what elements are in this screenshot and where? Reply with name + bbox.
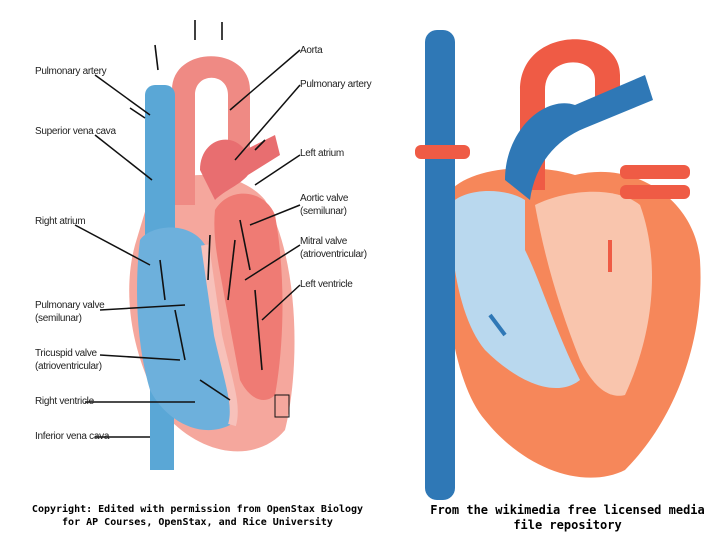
label-tricuspid-valve-1: Tricuspid valve [35, 348, 97, 359]
label-pulmonary-artery-right: Pulmonary artery [300, 79, 371, 90]
label-mitral-valve-2: (atrioventricular) [300, 249, 367, 260]
pulmonary-vein-3 [620, 185, 690, 199]
heart-diagram-left: Pulmonary artery Superior vena cava Righ… [0, 0, 405, 500]
label-pulmonary-valve-1: Pulmonary valve [35, 300, 104, 311]
vena-cava-right [425, 30, 455, 500]
caption-left: Copyright: Edited with permission from O… [20, 503, 375, 529]
label-aorta: Aorta [300, 45, 322, 56]
label-right-ventricle: Right ventricle [35, 396, 94, 407]
label-aortic-valve-2: (semilunar) [300, 206, 347, 217]
heart-diagram-right [405, 0, 720, 500]
caption-right-line1: From the wikimedia free licensed media [425, 503, 710, 518]
caption-right-line2: file repository [425, 518, 710, 533]
label-pulmonary-valve-2: (semilunar) [35, 313, 82, 324]
label-aortic-valve-1: Aortic valve [300, 193, 348, 204]
pulmonary-vein-1 [415, 145, 470, 159]
pulmonary-vein-2 [620, 165, 690, 179]
caption-left-line2: for AP Courses, OpenStax, and Rice Unive… [20, 516, 375, 529]
label-right-atrium: Right atrium [35, 216, 85, 227]
superior-vena-cava [145, 85, 175, 245]
heart-illustration-right [405, 0, 720, 500]
caption-right: From the wikimedia free licensed media f… [425, 503, 710, 533]
caption-left-line1: Copyright: Edited with permission from O… [20, 503, 375, 516]
label-superior-vena-cava: Superior vena cava [35, 126, 116, 137]
label-mitral-valve-1: Mitral valve [300, 236, 347, 247]
label-inferior-vena-cava: Inferior vena cava [35, 431, 109, 442]
label-left-atrium: Left atrium [300, 148, 344, 159]
label-tricuspid-valve-2: (atrioventricular) [35, 361, 102, 372]
label-pulmonary-artery-left: Pulmonary artery [35, 66, 106, 77]
label-left-ventricle: Left ventricle [300, 279, 353, 290]
